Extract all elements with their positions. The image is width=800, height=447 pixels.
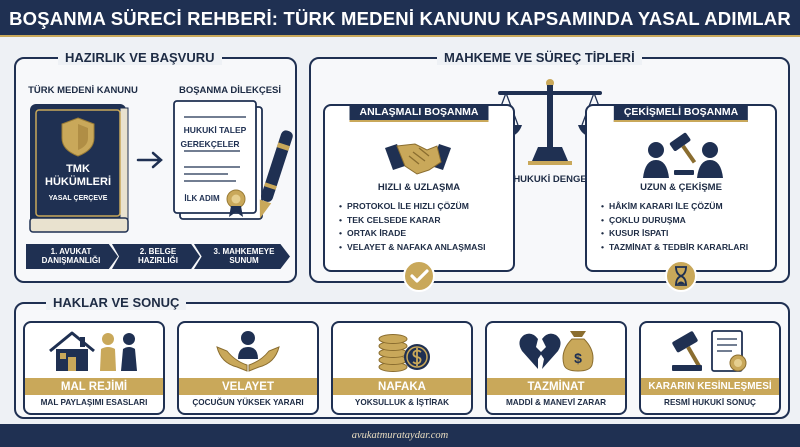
list-item: VELAYET & NAFAKA ANLAŞMASI: [339, 241, 485, 255]
rights-card-finalization: KARARIN KESİNLEŞMESİ RESMİ HUKUKİ SONUÇ: [639, 321, 781, 415]
page-title: BOŞANMA SÜRECİ REHBERİ: TÜRK MEDENİ KANU…: [0, 0, 800, 37]
rights-panel-title: HAKLAR VE SONUÇ: [46, 295, 187, 310]
step-lawyer-consultation: 1. AVUKAT DANIŞMANLIĞI: [26, 244, 118, 269]
doc-line-first-step: İLK ADIM: [184, 194, 220, 203]
contested-divorce-card: ÇEKİŞMELİ BOŞANMA UZUN & ÇEKİŞME HÂKİM K…: [585, 104, 777, 272]
hourglass-icon: [665, 260, 697, 292]
doc-label: BOŞANMA DİLEKÇESİ: [178, 85, 282, 96]
coins-icon: [378, 334, 430, 372]
step-document-preparation: 2. BELGE HAZIRLIĞI: [112, 244, 200, 269]
contested-divorce-title: ÇEKİŞMELİ BOŞANMA: [613, 104, 749, 122]
prep-panel-title: HAZIRLIK VE BAŞVURU: [58, 50, 222, 65]
list-item: ORTAK İRADE: [339, 227, 485, 241]
book-text-framework: YASAL ÇERÇEVE: [49, 195, 108, 202]
doc-line-grounds: GEREKÇELER: [180, 139, 239, 149]
rights-card-desc: YOKSULLUK & İŞTİRAK: [354, 398, 450, 407]
law-book-icon: TMK HÜKÜMLERİ YASAL ÇERÇEVE: [29, 104, 129, 233]
agreed-divorce-title: ANLAŞMALI BOŞANMA: [349, 104, 489, 122]
handshake-icon: [385, 143, 451, 175]
contested-divorce-subtitle: UZUN & ÇEKİŞME: [640, 182, 722, 193]
book-text-provisions: HÜKÜMLERİ: [45, 175, 111, 188]
list-item: TAZMİNAT & TEDBİR KARARLARI: [601, 241, 748, 255]
rights-card-desc: RESMİ HUKUKİ SONUÇ: [664, 398, 756, 407]
list-item: TEK CELSEDE KARAR: [339, 214, 485, 228]
agreed-divorce-subtitle: HIZLI & UZLAŞMA: [377, 182, 461, 193]
rights-card-title: NAFAKA: [333, 378, 471, 395]
contested-divorce-list: HÂKİM KARARI İLE ÇÖZÜM ÇOKLU DURUŞMA KUS…: [601, 200, 748, 254]
doc-line-request: HUKUKİ TALEP: [184, 125, 247, 135]
rights-card-custody: VELAYET ÇOCUĞUN YÜKSEK YARARI: [177, 321, 319, 415]
rights-card-property: MAL REJİMİ MAL PAYLAŞIMI ESASLARI: [23, 321, 165, 415]
rights-card-desc: MAL PAYLAŞIMI ESASLARI: [40, 398, 148, 407]
list-item: PROTOKOL İLE HIZLI ÇÖZÜM: [339, 200, 485, 214]
balance-label: HUKUKİ DENGE: [513, 174, 587, 185]
rights-card-title: KARARIN KESİNLEŞMESİ: [641, 378, 779, 395]
step-court-submission: 3. MAHKEMEYE SUNUM: [194, 244, 290, 269]
arrow-right-icon: [136, 151, 163, 169]
house-family-icon: [49, 331, 137, 371]
rights-card-desc: MADDİ & MANEVİ ZARAR: [505, 398, 607, 407]
list-item: KUSUR İSPATI: [601, 227, 748, 241]
book-text-tmk: TMK: [66, 163, 90, 175]
agreed-divorce-list: PROTOKOL İLE HIZLI ÇÖZÜM TEK CELSEDE KAR…: [339, 200, 485, 254]
rights-card-compensation: $ TAZMİNAT MADDİ & MANEVİ ZARAR: [485, 321, 627, 415]
check-circle-icon: [403, 260, 435, 292]
rights-card-desc: ÇOCUĞUN YÜKSEK YARARI: [192, 398, 304, 407]
list-item: ÇOKLU DURUŞMA: [601, 214, 748, 228]
agreed-divorce-card: ANLAŞMALI BOŞANMA HIZLI & UZLAŞMA PROTOK…: [323, 104, 515, 272]
footer-website: avukatmurataydar.com: [0, 424, 800, 447]
child-care-icon: [216, 331, 280, 372]
rights-card-title: TAZMİNAT: [487, 378, 625, 395]
book-label: TÜRK MEDENİ KANUNU: [28, 85, 138, 96]
rights-card-title: VELAYET: [179, 378, 317, 395]
court-panel-title: MAHKEME VE SÜREÇ TİPLERİ: [437, 50, 642, 65]
petition-document-icon: HUKUKİ TALEP GEREKÇELER İLK ADIM: [173, 100, 293, 220]
rights-card-alimony: NAFAKA YOKSULLUK & İŞTİRAK: [331, 321, 473, 415]
court-people-gavel-icon: [643, 132, 723, 178]
broken-heart-money-icon: $: [519, 331, 594, 372]
rights-card-title: MAL REJİMİ: [25, 378, 163, 395]
list-item: HÂKİM KARARI İLE ÇÖZÜM: [601, 200, 748, 214]
svg-text:$: $: [574, 350, 582, 366]
gavel-document-icon: [672, 330, 747, 372]
